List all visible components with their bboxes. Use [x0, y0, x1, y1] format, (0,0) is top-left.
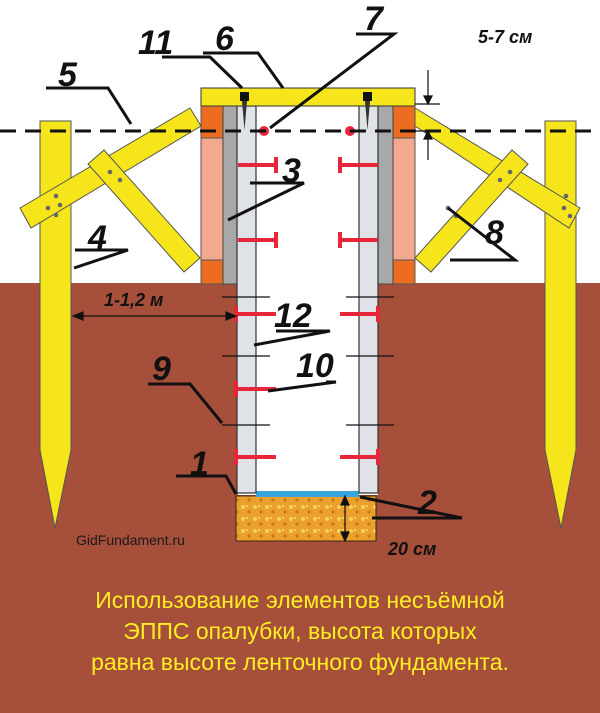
label-4: 4: [87, 219, 107, 257]
label-10: 10: [296, 347, 334, 385]
label-11: 11: [138, 24, 173, 62]
caption: Использование элементов несъёмной ЭППС о…: [40, 585, 560, 678]
grey-panel-left: [222, 105, 238, 285]
screws: [240, 92, 372, 130]
label-7: 7: [364, 0, 385, 38]
braces-left: [19, 107, 202, 273]
stake-right: [544, 120, 577, 529]
label-8: 8: [485, 214, 504, 252]
grey-panel-right: [377, 105, 394, 285]
waterproofing-layer: [256, 491, 359, 497]
stake-left: [39, 120, 72, 529]
formwork-ties: [234, 157, 380, 465]
dimension-top-gap: 5-7 см: [478, 27, 532, 47]
dowels: [222, 296, 394, 426]
label-3: 3: [282, 152, 301, 190]
sand-bed: [235, 495, 377, 542]
label-9: 9: [152, 350, 171, 388]
caption-line-2: ЭППС опалубки, высота которых: [123, 618, 477, 644]
dimension-lines: [71, 70, 440, 543]
label-5: 5: [58, 56, 78, 94]
dimension-distance: 1-1,2 м: [104, 290, 163, 310]
site-watermark: GidFundament.ru: [76, 532, 185, 548]
caption-line-1: Использование элементов несъёмной: [95, 587, 505, 613]
dimension-bed-height: 20 см: [387, 539, 436, 559]
leader-lines: [46, 32, 520, 520]
label-6: 6: [215, 20, 235, 58]
caption-line-3: равна высоте ленточного фундамента.: [91, 649, 509, 675]
label-2: 2: [417, 484, 437, 522]
top-cross-plank: [200, 87, 416, 107]
label-12: 12: [274, 297, 312, 335]
label-1: 1: [190, 445, 209, 483]
